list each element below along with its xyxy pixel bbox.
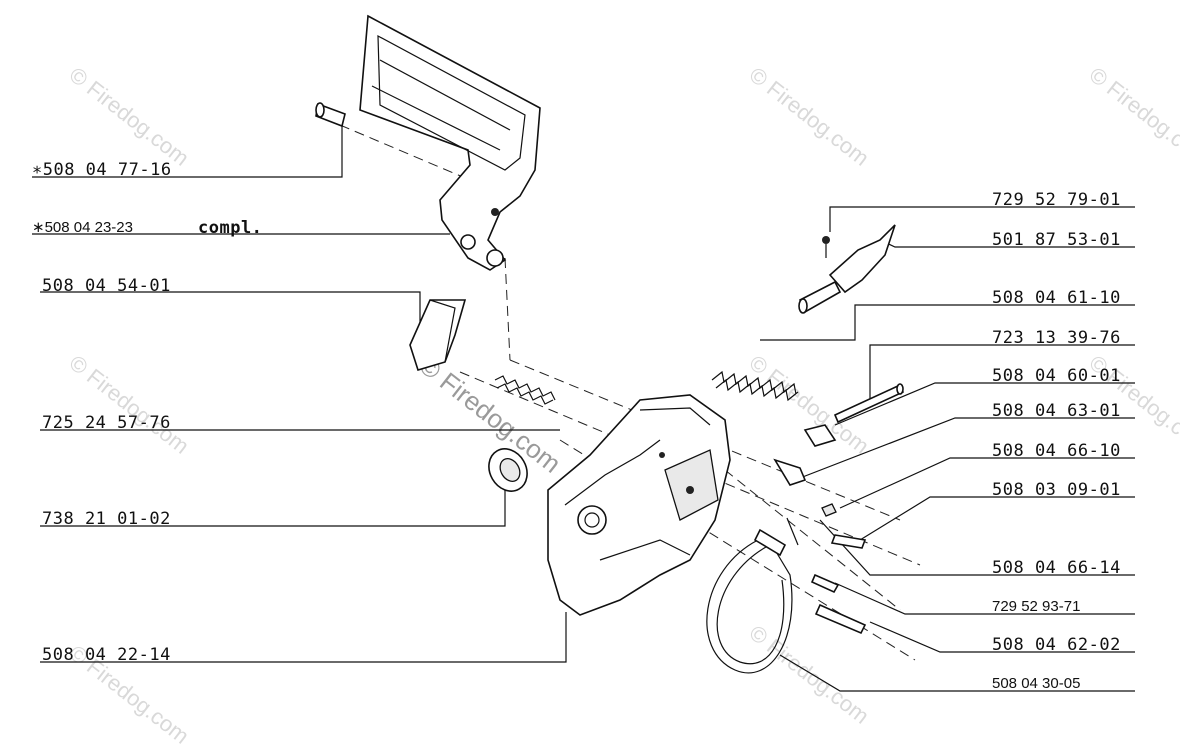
part-number-label: 508 04 66-14 <box>992 558 1121 578</box>
part-number-label: 508 04 62-02 <box>992 635 1121 655</box>
part-number-label: 729 52 93-71 <box>992 598 1081 615</box>
part-number-label: 508 03 09-01 <box>992 480 1121 500</box>
brake-band <box>706 528 793 674</box>
part-number-label: 508 04 30-05 <box>992 675 1081 692</box>
leader-line <box>834 582 1135 615</box>
pivot-pin <box>315 102 346 128</box>
parts-diagram: © Firedog.com © Firedog.com © Firedog.co… <box>32 14 1180 749</box>
part-number-label: 729 52 79-01 <box>992 190 1121 210</box>
leader-line <box>829 206 1135 232</box>
part-number-label: 508 04 61-10 <box>992 288 1121 308</box>
screw <box>830 534 867 549</box>
part-number-label: 723 13 39-76 <box>992 328 1121 348</box>
leader-line <box>869 621 1135 653</box>
part-number-label: 508 04 22-14 <box>42 645 171 665</box>
part-number-label: 725 24 57-76 <box>42 413 171 433</box>
leader-line <box>869 344 1135 405</box>
screw <box>814 603 867 635</box>
leader-line <box>40 485 506 527</box>
part-number-label: 501 87 53-01 <box>992 230 1121 250</box>
leader-line <box>779 654 1135 692</box>
brake-handle <box>359 14 541 271</box>
leader-line <box>40 291 421 345</box>
part-number-label: 508 04 54-01 <box>42 276 171 296</box>
chain-catcher <box>409 299 467 371</box>
clutch-cover <box>547 394 731 616</box>
screw <box>810 573 840 594</box>
part-number-label: 508 04 66-10 <box>992 441 1121 461</box>
bearing <box>488 448 528 492</box>
leader-line <box>32 120 343 178</box>
spring-clip <box>773 458 807 486</box>
nut-plate <box>803 424 837 447</box>
brake-spring <box>711 370 799 402</box>
leader-line <box>859 496 1135 541</box>
part-number-suffix: compl. <box>198 218 263 238</box>
leader-line <box>760 304 1135 341</box>
screw <box>786 517 799 546</box>
part-number-label: 508 04 63-01 <box>992 401 1121 421</box>
part-number-label: ∗508 04 77-16 <box>32 160 172 180</box>
drawing <box>32 14 1135 692</box>
part-number-label: ∗508 04 23-23 <box>32 219 133 236</box>
part-number-label: 508 04 60-01 <box>992 366 1121 386</box>
leader-line <box>834 382 1135 426</box>
pin <box>833 383 905 424</box>
small-spring <box>494 375 556 405</box>
leader-line <box>839 457 1135 509</box>
sleeve <box>821 503 837 517</box>
brake-pawl <box>798 224 896 314</box>
leader-line <box>799 417 1135 479</box>
leader-line <box>40 612 567 663</box>
part-number-label: 738 21 01-02 <box>42 509 171 529</box>
